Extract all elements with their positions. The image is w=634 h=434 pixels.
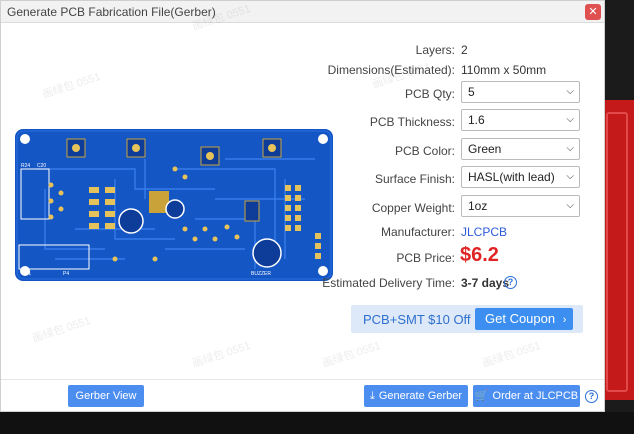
coupon-banner: PCB+SMT $10 Off Get Coupon › <box>351 305 583 333</box>
layers-label: Layers: <box>415 43 455 57</box>
dialog-title: Generate PCB Fabrication File(Gerber) <box>7 5 216 19</box>
chevron-right-icon: › <box>562 314 567 326</box>
copper-label: Copper Weight: <box>371 201 455 215</box>
delivery-label: Estimated Delivery Time: <box>322 276 455 290</box>
thickness-select[interactable]: 1.6 ⌵ <box>461 109 580 131</box>
qty-select-value: 5 <box>468 85 475 99</box>
watermark: 画绿包 0551 <box>190 339 253 371</box>
delivery-value: 3-7 days <box>461 276 510 290</box>
chevron-down-icon: ⌵ <box>566 143 574 154</box>
color-label: PCB Color: <box>394 144 455 158</box>
pcb-label-buzzer: BUZZER <box>251 271 271 277</box>
color-select[interactable]: Green ⌵ <box>461 138 580 160</box>
finish-select[interactable]: HASL(with lead) ⌵ <box>461 166 580 188</box>
pcb-label-p4: P4 <box>63 271 69 277</box>
price-label: PCB Price: <box>396 251 455 265</box>
chevron-down-icon: ⌵ <box>566 171 574 182</box>
background-window-frame <box>606 112 628 392</box>
chevron-down-icon: ⌵ <box>566 114 574 125</box>
pcb-label-c20: C20 <box>37 163 46 169</box>
get-coupon-button[interactable]: Get Coupon › <box>475 308 573 330</box>
layers-value: 2 <box>461 43 468 57</box>
get-coupon-label: Get Coupon <box>485 311 556 326</box>
gerber-view-button[interactable]: Gerber View <box>68 385 144 407</box>
finish-select-value: HASL(with lead) <box>468 170 555 184</box>
chevron-down-icon: ⌵ <box>566 200 574 211</box>
thickness-label: PCB Thickness: <box>369 115 455 129</box>
help-icon[interactable]: ? <box>504 276 517 289</box>
watermark: 画绿包 0551 <box>480 339 543 371</box>
thickness-select-value: 1.6 <box>468 113 485 127</box>
dialog-titlebar: Generate PCB Fabrication File(Gerber) ✕ <box>1 1 604 23</box>
watermark: 画绿包 0551 <box>320 339 383 371</box>
price-value: $6.2 <box>460 244 499 266</box>
watermark: 画绿包 0551 <box>30 314 93 346</box>
footer-divider <box>1 379 604 380</box>
dimensions-label: Dimensions(Estimated): <box>327 63 455 77</box>
cart-icon: 🛒 <box>474 390 489 402</box>
dimensions-value: 110mm x 50mm <box>461 63 547 77</box>
chevron-down-icon: ⌵ <box>566 86 574 97</box>
gerber-dialog: Generate PCB Fabrication File(Gerber) ✕ … <box>0 0 605 412</box>
coupon-text: PCB+SMT $10 Off <box>363 312 471 327</box>
close-icon[interactable]: ✕ <box>585 4 601 20</box>
manufacturer-link[interactable]: JLCPCB <box>461 225 508 239</box>
qty-select[interactable]: 5 ⌵ <box>461 81 580 103</box>
help-icon[interactable]: ? <box>585 390 598 403</box>
generate-gerber-button[interactable]: ⤓Generate Gerber <box>364 385 468 407</box>
qty-label: PCB Qty: <box>404 87 455 101</box>
finish-label: Surface Finish: <box>374 172 455 186</box>
download-icon: ⤓ <box>369 390 375 402</box>
gerber-view-label: Gerber View <box>75 390 137 402</box>
copper-select[interactable]: 1oz ⌵ <box>461 195 580 217</box>
pcb-label-r24: R24 <box>21 163 30 169</box>
color-select-value: Green <box>468 142 502 156</box>
order-jlcpcb-label: Order at JLCPCB <box>492 390 579 402</box>
background-window-edge <box>600 100 634 400</box>
watermark: 画绿包 0551 <box>40 70 103 102</box>
order-jlcpcb-button[interactable]: 🛒Order at JLCPCB <box>473 385 580 407</box>
generate-gerber-label: Generate Gerber <box>378 390 463 402</box>
pcb-preview: R24 C20 P1 P4 BUZZER <box>15 129 333 281</box>
manufacturer-label: Manufacturer: <box>380 225 455 239</box>
copper-select-value: 1oz <box>468 199 488 213</box>
pcb-label-p1: P1 <box>25 271 31 277</box>
background-taskbar <box>0 412 634 434</box>
